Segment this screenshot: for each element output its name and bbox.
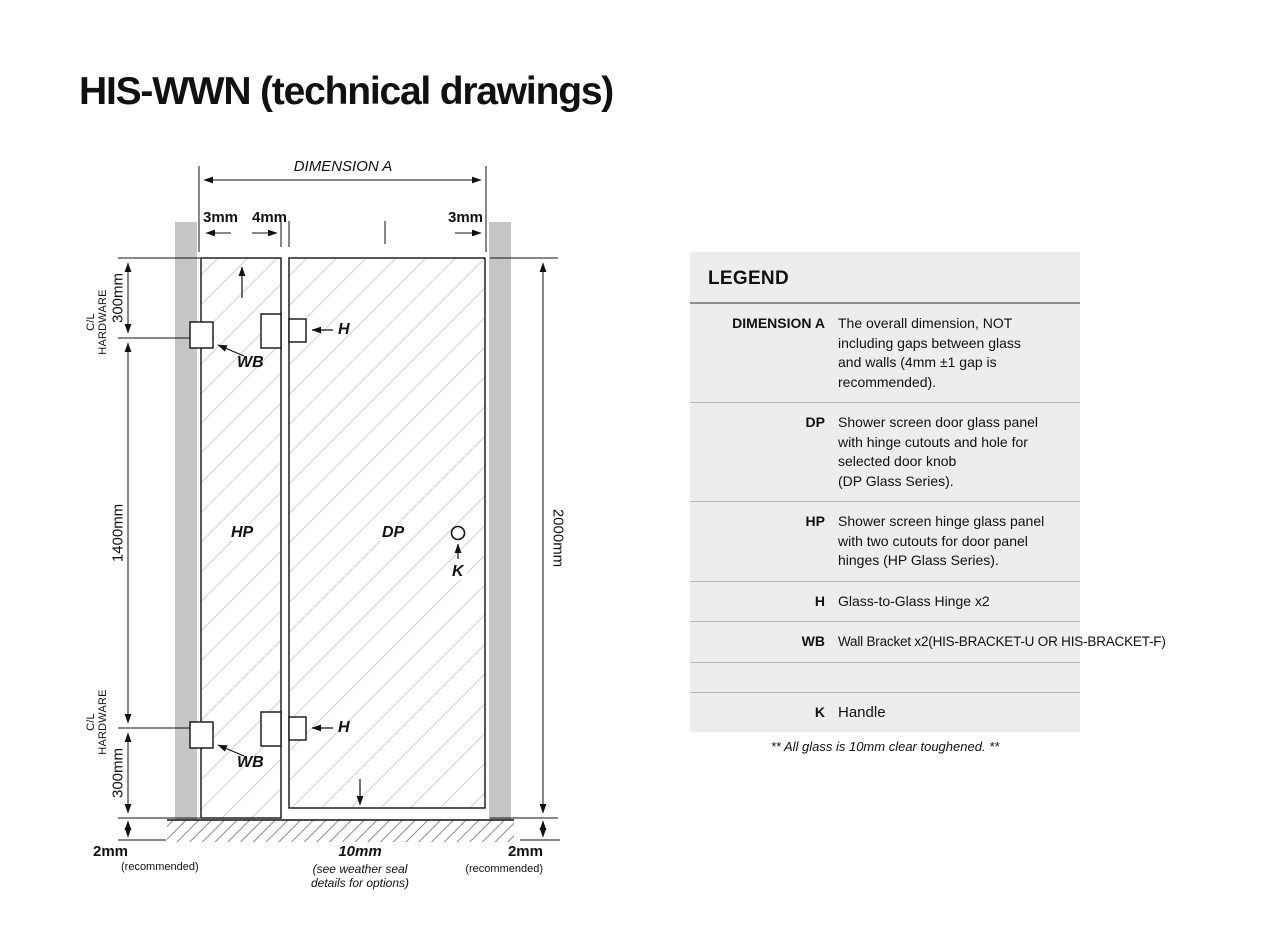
legend-panel: LEGEND DIMENSION A The overall dimension… <box>690 252 1166 733</box>
technical-drawing-canvas <box>118 166 560 842</box>
hinge-top-label: H <box>338 321 350 338</box>
legend-row-wb: WB Wall Bracket x2(HIS-BRACKET-U OR HIS-… <box>690 622 1166 663</box>
dim-300-top-label: 300mm <box>109 272 127 324</box>
floor <box>167 820 514 842</box>
wall-bracket-bottom <box>189 721 214 749</box>
left-wall <box>175 222 197 820</box>
right-wall <box>489 222 511 820</box>
floor-gap-left-label: 2mm <box>93 843 129 860</box>
legend-row-hp: HP Shower screen hinge glass panel with … <box>690 502 1080 582</box>
cl-hardware-top-label: C/L HARDWARE <box>85 289 109 355</box>
dim-2000-label: 2000mm <box>549 508 567 568</box>
floor-gap-center-note: (see weather seal details for options) <box>310 862 410 890</box>
legend-row-spacer <box>690 663 1080 693</box>
hinge-bottom-label: H <box>338 719 350 736</box>
dimension-a-label: DIMENSION A <box>293 158 393 175</box>
legend-description: Handle <box>838 703 886 721</box>
right-dimension-lines <box>490 257 560 841</box>
legend-row-dp: DP Shower screen door glass panel with h… <box>690 403 1080 502</box>
dimension-a-lines <box>198 166 487 252</box>
legend-description: Wall Bracket x2(HIS-BRACKET-U OR HIS-BRA… <box>838 634 1166 649</box>
dim-1400-label: 1400mm <box>109 503 127 563</box>
wall-bracket-top <box>189 321 214 349</box>
legend-term: H <box>814 592 825 609</box>
floor-gap-center-block: 10mm (see weather seal details for optio… <box>268 843 452 890</box>
legend-description: The overall dimension, NOT including gap… <box>838 315 1021 390</box>
dp-panel-label: DP <box>379 524 408 541</box>
legend-row-h: H Glass-to-Glass Hinge x2 <box>690 582 1080 622</box>
floor-gap-center-label: 10mm <box>338 843 382 860</box>
gap-right-label: 3mm <box>448 209 484 226</box>
wall-bracket-bottom-label: WB <box>237 754 264 771</box>
hinge-bottom <box>260 711 307 747</box>
leader-arrows <box>217 266 462 806</box>
legend-term: DIMENSION A <box>732 315 825 331</box>
legend-description: Shower screen hinge glass panel with two… <box>838 513 1045 568</box>
page-title: HIS-WWN (technical drawings) <box>79 70 614 113</box>
gap-middle-label: 4mm <box>252 209 288 226</box>
legend-title: LEGEND <box>708 268 789 289</box>
legend-description: Glass-to-Glass Hinge x2 <box>838 592 990 609</box>
legend-row-dimension-a: DIMENSION A The overall dimension, NOT i… <box>690 304 1080 403</box>
legend-description: Shower screen door glass panel with hing… <box>838 414 1039 489</box>
gap-left-label: 3mm <box>203 209 239 226</box>
dim-300-bottom-label: 300mm <box>109 747 127 799</box>
floor-gap-left-note: (recommended) <box>121 861 199 873</box>
floor-gap-right-label: 2mm <box>507 843 543 860</box>
cl-hardware-bottom-label: C/L HARDWARE <box>85 689 109 755</box>
handle-knob <box>450 525 466 541</box>
legend-term: WB <box>801 633 825 649</box>
legend-term: DP <box>805 414 825 430</box>
hinge-top <box>260 313 307 349</box>
floor-gap-right-block: 2mm (recommended) <box>420 843 543 875</box>
wall-bracket-top-label: WB <box>237 354 264 371</box>
legend-row-k: K Handle <box>690 693 1080 733</box>
handle-label: K <box>449 563 467 580</box>
legend-term: K <box>814 703 825 720</box>
floor-gap-right-note: (recommended) <box>465 863 543 875</box>
gap-dimension-lines <box>205 221 482 247</box>
legend-body: DIMENSION A The overall dimension, NOT i… <box>690 302 1166 733</box>
legend-footnote: ** All glass is 10mm clear toughened. ** <box>770 739 1000 754</box>
hp-panel-label: HP <box>228 524 257 541</box>
legend-term: HP <box>805 513 825 529</box>
